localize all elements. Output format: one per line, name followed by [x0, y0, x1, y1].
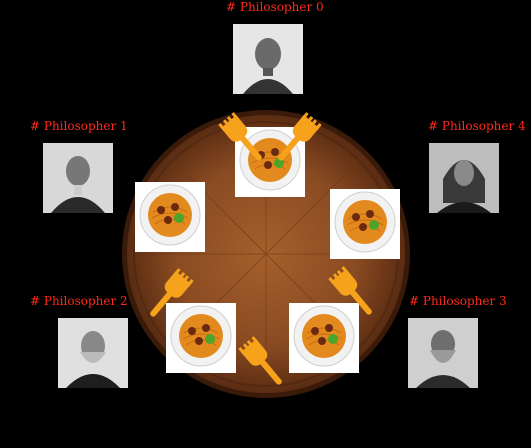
philosopher-label: # Philosopher 4	[428, 119, 526, 133]
philosopher-label: # Philosopher 2	[30, 294, 128, 308]
spaghetti-plate-icon	[135, 182, 205, 252]
spaghetti-plate-icon	[330, 189, 400, 259]
philosopher-label: # Philosopher 1	[30, 119, 128, 133]
portrait-icon	[408, 318, 478, 388]
fork-icon	[216, 112, 272, 168]
spaghetti-plate-icon	[235, 127, 305, 197]
portrait-icon	[429, 143, 499, 213]
fork-icon	[140, 268, 196, 324]
portrait-icon	[43, 143, 113, 213]
fork-icon	[326, 266, 382, 322]
philosopher-label: # Philosopher 0	[226, 0, 324, 14]
fork-icon	[236, 336, 292, 392]
portrait-icon	[58, 318, 128, 388]
spaghetti-plate-icon	[289, 303, 359, 373]
portrait-icon	[233, 24, 303, 94]
spaghetti-plate-icon	[166, 303, 236, 373]
fork-icon	[268, 112, 324, 168]
philosopher-label: # Philosopher 3	[409, 294, 507, 308]
